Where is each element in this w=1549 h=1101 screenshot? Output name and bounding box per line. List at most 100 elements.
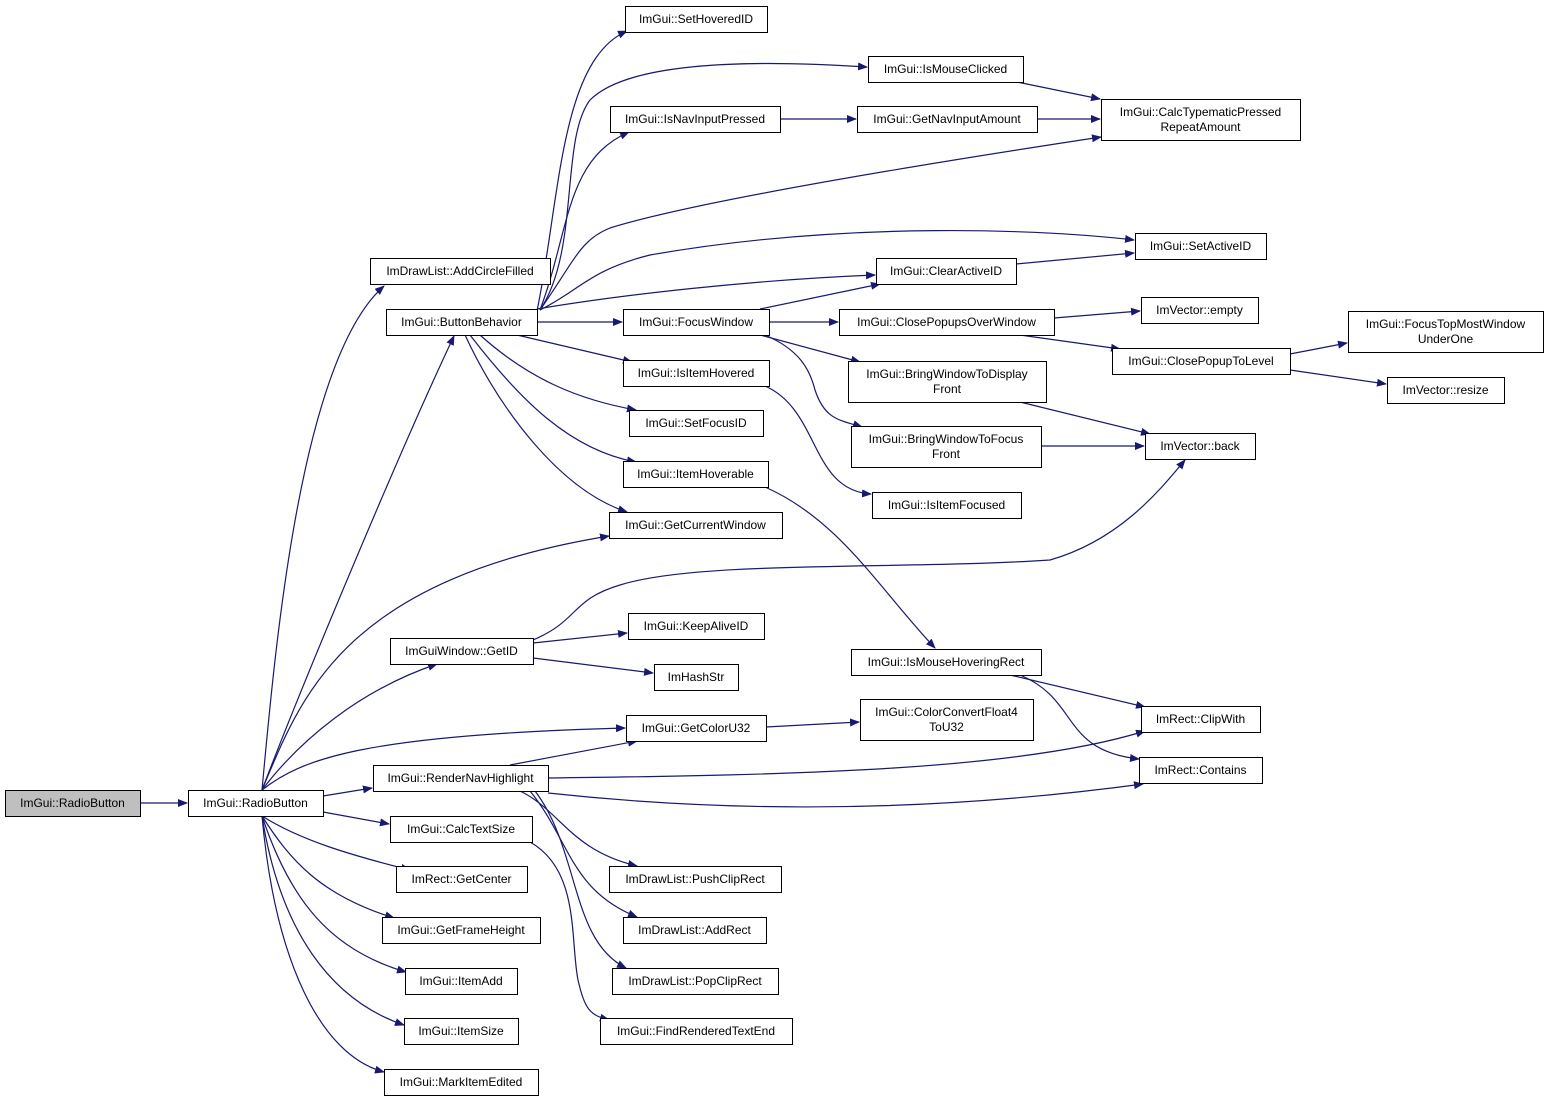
node-setfocusid[interactable]: ImGui::SetFocusID xyxy=(629,410,764,437)
node-label: ImGui::FocusWindow xyxy=(639,315,753,329)
edge-radiobutton-to-rectgetcenter xyxy=(261,815,411,872)
node-calctextsize[interactable]: ImGui::CalcTextSize xyxy=(390,816,533,843)
node-addrect[interactable]: ImDrawList::AddRect xyxy=(623,917,767,944)
node-itemadd[interactable]: ImGui::ItemAdd xyxy=(405,968,518,995)
edge-radiobutton-to-getcoloru32 xyxy=(261,724,626,791)
node-label: ImHashStr xyxy=(668,670,725,684)
node-closepopuptolevel[interactable]: ImGui::ClosePopupToLevel xyxy=(1112,348,1291,375)
node-clearactiveid[interactable]: ImGui::ClearActiveID xyxy=(876,258,1017,285)
node-box xyxy=(1145,433,1256,460)
node-getcoloru32[interactable]: ImGui::GetColorU32 xyxy=(626,715,767,742)
node-ismouseclicked[interactable]: ImGui::IsMouseClicked xyxy=(868,56,1024,83)
node-label: ImGui::GetColorU32 xyxy=(642,721,751,735)
node-label: ImGui::SetFocusID xyxy=(645,416,747,430)
node-itemhoverable[interactable]: ImGui::ItemHoverable xyxy=(623,461,769,488)
node-box xyxy=(382,917,541,944)
node-box xyxy=(848,361,1047,403)
node-getcurrentwindow[interactable]: ImGui::GetCurrentWindow xyxy=(609,512,783,539)
edge-itemhoverable-to-ismousehoveringrect xyxy=(764,486,936,649)
node-box xyxy=(623,917,767,944)
node-label: ImGui::MarkItemEdited xyxy=(400,1075,523,1089)
edge-isitemhovered-to-isitemfocused xyxy=(764,385,872,498)
node-box xyxy=(188,790,324,817)
node-box xyxy=(857,106,1038,133)
node-isitemhovered[interactable]: ImGui::IsItemHovered xyxy=(623,360,770,387)
node-label: ImGui::ClosePopupsOverWindow xyxy=(857,315,1036,329)
node-rectcontains[interactable]: ImRect::Contains xyxy=(1139,757,1263,784)
node-box xyxy=(1141,706,1261,733)
node-vectorback[interactable]: ImVector::back xyxy=(1145,433,1256,460)
node-rectclipwith[interactable]: ImRect::ClipWith xyxy=(1141,706,1261,733)
node-box xyxy=(623,309,770,336)
node-rendernavhighlight[interactable]: ImGui::RenderNavHighlight xyxy=(373,765,549,792)
edge-buttonbehavior-to-itemhoverable xyxy=(469,334,637,465)
edge-buttonbehavior-to-getcurrentwindow xyxy=(464,334,628,513)
node-box xyxy=(1139,757,1263,784)
node-rectgetcenter[interactable]: ImRect::GetCenter xyxy=(396,866,528,893)
node-ismousehoveringrect[interactable]: ImGui::IsMouseHoveringRect xyxy=(851,649,1042,676)
node-vectorresize[interactable]: ImVector::resize xyxy=(1387,377,1505,404)
node-radiobutton_root[interactable]: ImGui::RadioButton xyxy=(5,790,141,817)
edge-closepopuptolevel-to-focustopmost xyxy=(1289,340,1348,355)
node-addcirclefilled[interactable]: ImDrawList::AddCircleFilled xyxy=(370,258,551,285)
node-keepaliveid[interactable]: ImGui::KeepAliveID xyxy=(628,613,765,640)
node-box xyxy=(5,790,141,817)
node-vectorempty[interactable]: ImVector::empty xyxy=(1141,297,1259,324)
node-getnavinputamount[interactable]: ImGui::GetNavInputAmount xyxy=(857,106,1038,133)
node-isitemfocused[interactable]: ImGui::IsItemFocused xyxy=(872,492,1022,519)
edge-buttonbehavior-to-isitemhovered xyxy=(516,334,633,364)
node-box xyxy=(623,461,769,488)
node-label: ImGui::GetNavInputAmount xyxy=(873,112,1021,126)
node-imhashstr[interactable]: ImHashStr xyxy=(654,664,739,691)
edge-ismousehoveringrect-to-rectclipwith xyxy=(1009,674,1146,709)
node-isnavinputpressed[interactable]: ImGui::IsNavInputPressed xyxy=(610,106,781,133)
edge-radiobutton-to-calctextsize xyxy=(322,811,390,827)
node-label: ImGui::IsMouseClicked xyxy=(884,62,1007,76)
node-findrenderedtextend[interactable]: ImGui::FindRenderedTextEnd xyxy=(600,1018,793,1045)
node-box xyxy=(1141,297,1259,324)
node-label: ImGui::BringWindowToDisplay xyxy=(866,367,1027,381)
node-sethoveredid[interactable]: ImGui::SetHoveredID xyxy=(625,6,768,33)
node-label: ImGui::FocusTopMostWindow xyxy=(1366,317,1526,331)
node-box xyxy=(851,426,1042,468)
node-markitemedited[interactable]: ImGui::MarkItemEdited xyxy=(384,1069,539,1096)
node-radiobutton[interactable]: ImGui::RadioButton xyxy=(188,790,324,817)
edge-getid-to-keepaliveid xyxy=(532,629,628,644)
node-setactiveid[interactable]: ImGui::SetActiveID xyxy=(1135,233,1267,260)
edge-focuswindow-to-bringtodisplayfront xyxy=(759,334,861,364)
edge-rendernavhighlight-to-getcoloru32 xyxy=(509,738,638,766)
edge-rendernavhighlight-to-popcliprect xyxy=(534,790,627,969)
node-box xyxy=(612,968,779,995)
node-pushcliprect[interactable]: ImDrawList::PushClipRect xyxy=(609,866,782,893)
node-getframeheight[interactable]: ImGui::GetFrameHeight xyxy=(382,917,541,944)
node-buttonbehavior[interactable]: ImGui::ButtonBehavior xyxy=(386,309,538,336)
node-label: ImGui::FindRenderedTextEnd xyxy=(617,1024,775,1038)
edge-buttonbehavior-to-clearactiveid xyxy=(536,271,876,310)
node-popcliprect[interactable]: ImDrawList::PopClipRect xyxy=(612,968,779,995)
node-box xyxy=(405,968,518,995)
node-getid[interactable]: ImGuiWindow::GetID xyxy=(390,638,534,665)
edge-radiobutton-to-getid xyxy=(261,663,438,791)
node-label: ImGui::CalcTextSize xyxy=(407,822,515,836)
node-label: ImGui::GetCurrentWindow xyxy=(625,518,766,532)
node-label: RepeatAmount xyxy=(1160,120,1241,134)
edge-rendernavhighlight-to-rectclipwith xyxy=(547,729,1146,779)
node-box xyxy=(876,258,1017,285)
node-closepopupsoverwindow[interactable]: ImGui::ClosePopupsOverWindow xyxy=(839,309,1055,336)
node-label: ImGui::ItemSize xyxy=(418,1024,504,1038)
edge-bringtodisplayfront-to-vectorback xyxy=(1019,401,1151,436)
node-focuswindow[interactable]: ImGui::FocusWindow xyxy=(623,309,770,336)
node-itemsize[interactable]: ImGui::ItemSize xyxy=(404,1018,519,1045)
node-box xyxy=(609,866,782,893)
edge-closepopupsoverwindow-to-closepopuptolevel xyxy=(1019,334,1121,352)
node-box xyxy=(373,765,549,792)
node-box xyxy=(851,649,1042,676)
node-label: ImGui::KeepAliveID xyxy=(644,619,749,633)
edge-radiobutton-to-itemsize xyxy=(261,815,405,1026)
